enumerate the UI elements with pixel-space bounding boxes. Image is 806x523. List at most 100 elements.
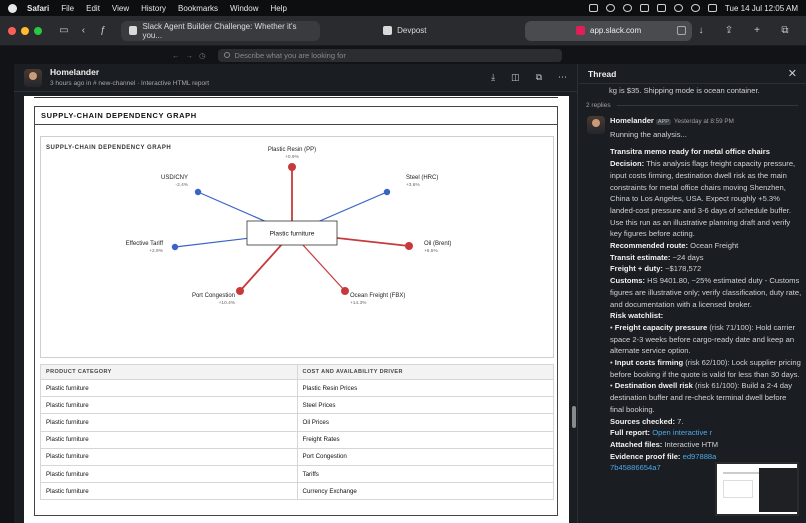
graph-node[interactable] (171, 243, 179, 251)
message-author[interactable]: Homelander (610, 116, 654, 125)
node-change-label: +6.5% (424, 248, 438, 254)
tab-devpost-title: Devpost (397, 26, 427, 35)
wifi-icon[interactable] (673, 4, 683, 12)
workspace-rail (0, 64, 14, 523)
scrollbar-thumb[interactable] (572, 406, 576, 428)
graph-node[interactable] (236, 287, 244, 295)
avatar[interactable] (24, 68, 42, 87)
battery-icon[interactable] (656, 4, 666, 12)
graph-node[interactable] (288, 163, 296, 171)
center-node[interactable] (246, 220, 338, 246)
zoom-window-button[interactable] (34, 26, 42, 35)
menu-app[interactable]: Safari (27, 3, 50, 13)
apple-icon[interactable] (8, 3, 17, 13)
thread-title: Thread (588, 68, 617, 79)
message-timestamp[interactable]: Yesterday at 8:59 PM (673, 118, 734, 125)
sidebar-toggle-icon[interactable]: ▭ (59, 25, 69, 36)
column-header: PRODUCT CATEGORY (40, 364, 298, 380)
safari-toolbar: ▭ ‹ ƒ Slack Agent Builder Challenge: Whe… (0, 16, 806, 46)
status-icon[interactable] (605, 4, 615, 12)
address-bar[interactable]: app.slack.com (525, 20, 692, 41)
table-cell: Plastic furniture (40, 464, 298, 484)
slack-search-input[interactable]: Describe what you are looking for (217, 48, 562, 62)
evidence-link[interactable]: ed97888a (682, 451, 717, 461)
graph-title: SUPPLY-CHAIN DEPENDENCY GRAPH (46, 145, 172, 151)
menu-history[interactable]: History (141, 3, 167, 13)
replies-count: 2 replies (586, 102, 611, 109)
history-nav-icon[interactable]: ←→◷ (172, 50, 212, 60)
spotlight-icon[interactable] (690, 4, 700, 12)
new-tab-icon[interactable]: + (754, 25, 760, 36)
split-view-icon[interactable]: ◫ (511, 72, 520, 82)
back-icon[interactable]: ‹ (81, 25, 86, 36)
node-label: Port Congestion (192, 293, 235, 299)
report-link[interactable]: Open interactive r (652, 428, 713, 438)
minimize-window-button[interactable] (21, 26, 29, 35)
attached-value[interactable]: Interactive HTM (662, 439, 719, 449)
graph-node[interactable] (194, 188, 202, 196)
macos-menubar: Safari File Edit View History Bookmarks … (0, 0, 806, 16)
download-icon[interactable]: ↓ (698, 25, 704, 36)
download-icon[interactable]: ⤓ (491, 72, 496, 82)
slack-favicon-icon (576, 26, 586, 35)
replies-divider: 2 replies (586, 102, 798, 109)
address-url: app.slack.com (590, 26, 642, 35)
table-cell: Plastic furniture (40, 413, 298, 432)
evidence-label: Evidence proof file: (610, 451, 681, 461)
screenshot-thumbnail[interactable] (715, 462, 799, 516)
close-icon[interactable]: ✕ (787, 68, 797, 80)
tab-slack[interactable]: Slack Agent Builder Challenge: Whether i… (120, 20, 321, 41)
graph-node[interactable] (341, 287, 349, 295)
report-label: Full report: (610, 428, 651, 438)
decision-label: Decision: (610, 159, 645, 169)
control-center-icon[interactable] (707, 4, 717, 12)
tab-devpost[interactable]: Devpost (360, 21, 449, 41)
menu-edit[interactable]: Edit (86, 3, 100, 13)
table-cell: Oil Prices (296, 413, 554, 432)
evidence-link-cont[interactable]: 7b45886654a7 (610, 463, 661, 473)
watchlist-label: Risk watchlist: (610, 311, 664, 321)
table-cell: Tariffs (296, 464, 554, 484)
more-icon[interactable]: ⋯ (558, 72, 567, 82)
cloud-icon[interactable] (622, 4, 632, 12)
menu-bookmarks[interactable]: Bookmarks (178, 3, 219, 13)
table-header-row: PRODUCT CATEGORY COST AND AVAILABILITY D… (40, 364, 554, 380)
menu-help[interactable]: Help (270, 3, 287, 13)
menu-window[interactable]: Window (230, 3, 259, 13)
avatar[interactable] (587, 116, 605, 134)
copy-icon[interactable]: ⧉ (535, 72, 542, 82)
node-label: Oil (Brent) (424, 241, 451, 247)
table-cell: Plastic furniture (40, 430, 298, 449)
node-label: Ocean Freight (FBX) (350, 293, 405, 299)
table-cell: Currency Exchange (296, 482, 554, 501)
menubar-clock[interactable]: Tue 14 Jul 12:05 AM (724, 3, 798, 13)
reader-icon[interactable] (676, 25, 686, 35)
close-window-button[interactable] (8, 26, 16, 35)
menu-view[interactable]: View (111, 3, 130, 13)
risk-text: (risk 61/100): Build a 2-4 day destinati… (610, 381, 793, 414)
running-text: Running the analysis... (610, 129, 687, 139)
menu-file[interactable]: File (61, 3, 75, 13)
author-name[interactable]: Homelander (50, 66, 100, 77)
node-label: USD/CNY (161, 175, 188, 181)
node-change-label: +10.4% (219, 300, 236, 306)
sources-value: 7. (675, 416, 684, 426)
canvas-pane: Homelander 3 hours ago in # new-channel … (14, 64, 578, 523)
graph-node[interactable] (383, 188, 391, 196)
decision-text: This analysis flags freight capacity pre… (610, 159, 796, 239)
devpost-favicon-icon (383, 26, 393, 35)
share-icon[interactable]: ⇪ (724, 25, 734, 36)
tab-overview-icon[interactable]: ⧉ (781, 25, 789, 36)
risk-item: • Destination dwell risk (risk 61/100): … (610, 381, 793, 414)
html-report: SUPPLY-CHAIN DEPENDENCY GRAPH SUPPLY-CHA… (24, 96, 569, 523)
canvas-title: Homelander 3 hours ago in # new-channel … (50, 67, 209, 89)
notion-icon[interactable] (588, 4, 598, 12)
stats-icon[interactable] (639, 4, 649, 12)
tab-group-icon[interactable]: ƒ (100, 25, 106, 36)
risk-label: Destination dwell risk (614, 381, 693, 391)
previous-message-line: kg is $35. Shipping mode is ocean contai… (609, 86, 760, 95)
graph-node[interactable] (405, 242, 413, 250)
tab-favicon-icon (128, 26, 138, 35)
